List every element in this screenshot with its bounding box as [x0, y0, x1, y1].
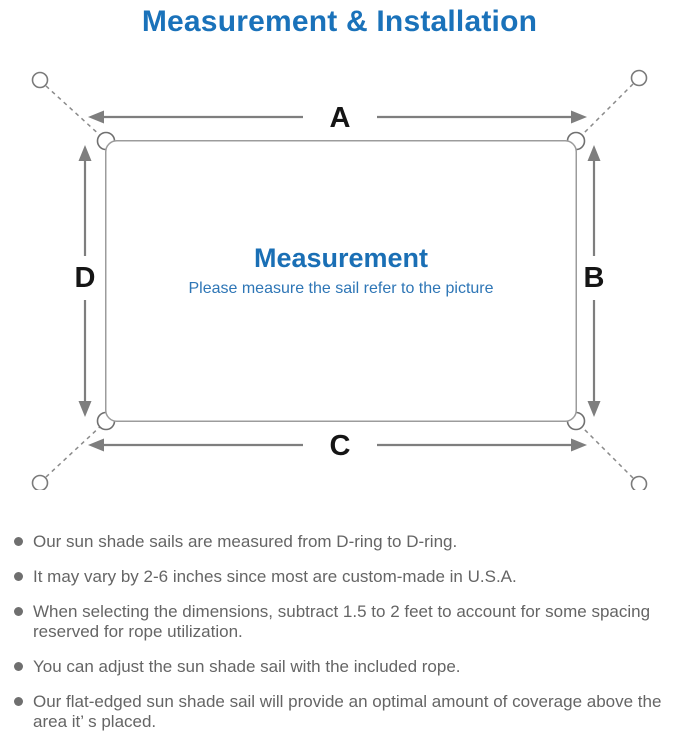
anchor-ring-top-left-icon — [31, 71, 49, 89]
rope-line-bottom-right — [578, 423, 634, 479]
arrowhead-a-right-icon — [571, 110, 587, 124]
note-text: Our sun shade sails are measured from D-… — [33, 532, 458, 551]
arrowhead-b-down-icon — [587, 401, 601, 417]
dimension-label-b: B — [584, 262, 605, 294]
arrowhead-a-left-icon — [88, 110, 104, 124]
arrowhead-b-up-icon — [587, 145, 601, 161]
note-text: It may vary by 2-6 inches since most are… — [33, 567, 517, 586]
anchor-ring-bottom-left-icon — [31, 474, 49, 490]
bullet-dot-icon — [14, 572, 23, 581]
page-title: Measurement & Installation — [141, 5, 538, 38]
bullet-dot-icon — [14, 662, 23, 671]
anchor-ring-top-right-icon — [630, 69, 648, 87]
anchor-ring-bottom-right-icon — [630, 475, 648, 490]
dimension-label-a: A — [330, 102, 351, 134]
diagram-center-title: Measurement — [254, 243, 428, 273]
dimension-label-d: D — [75, 262, 96, 294]
rope-line-bottom-left — [45, 423, 104, 478]
bullet-dot-icon — [14, 697, 23, 706]
arrowhead-d-down-icon — [78, 401, 92, 417]
note-item: Our flat-edged sun shade sail will provi… — [14, 692, 673, 732]
note-text: Our flat-edged sun shade sail will provi… — [33, 692, 662, 731]
rope-line-top-left — [45, 85, 104, 139]
dimension-label-c: C — [330, 430, 351, 462]
notes-list: Our sun shade sails are measured from D-… — [0, 490, 679, 732]
arrowhead-c-right-icon — [571, 438, 587, 452]
sail-rectangle — [105, 140, 577, 422]
rope-line-top-right — [578, 83, 634, 139]
note-text: When selecting the dimensions, subtract … — [33, 602, 651, 641]
note-item: It may vary by 2-6 inches since most are… — [14, 567, 673, 587]
measurement-diagram: A B C D Measurement Please measure the s… — [31, 69, 648, 490]
bullet-dot-icon — [14, 607, 23, 616]
note-text: You can adjust the sun shade sail with t… — [33, 657, 461, 676]
note-item: Our sun shade sails are measured from D-… — [14, 532, 673, 552]
bullet-dot-icon — [14, 537, 23, 546]
note-item: You can adjust the sun shade sail with t… — [14, 657, 673, 677]
arrowhead-d-up-icon — [78, 145, 92, 161]
note-item: When selecting the dimensions, subtract … — [14, 602, 673, 642]
diagram-center-subtitle: Please measure the sail refer to the pic… — [188, 280, 493, 297]
arrowhead-c-left-icon — [88, 438, 104, 452]
